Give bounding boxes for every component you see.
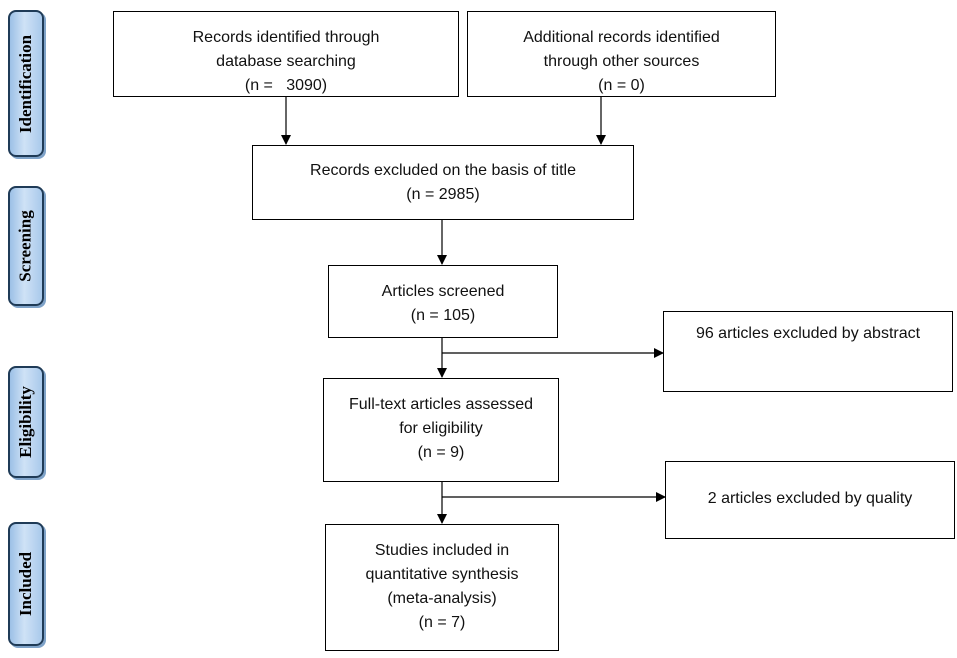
box-database-records: Records identified through database sear… — [113, 11, 459, 97]
fulltext-line2: for eligibility — [399, 420, 483, 437]
box-excluded-title: Records excluded on the basis of title (… — [252, 145, 634, 220]
database-records-line2: database searching — [216, 53, 356, 70]
fulltext-line1: Full-text articles assessed — [348, 396, 534, 413]
included-line2: quantitative synthesis — [365, 566, 519, 583]
box-articles-screened: Articles screened (n = 105) — [328, 265, 558, 338]
box-other-records: Additional records identified through ot… — [467, 11, 776, 97]
phase-eligibility: Eligibility — [8, 366, 44, 478]
database-records-count: (n = 3090) — [244, 77, 328, 94]
fulltext-count: (n = 9) — [417, 444, 465, 461]
excluded-title-line1: Records excluded on the basis of title — [310, 162, 576, 179]
screened-count: (n = 105) — [410, 307, 476, 324]
excluded-title-count: (n = 2985) — [406, 186, 480, 203]
other-records-line2: through other sources — [543, 53, 700, 70]
phase-identification: Identification — [8, 10, 44, 157]
screened-line1: Articles screened — [381, 283, 505, 300]
excluded-quality-text: 2 articles excluded by quality — [707, 490, 913, 507]
box-excluded-abstract: 96 articles excluded by abstract — [663, 311, 953, 392]
other-records-line1: Additional records identified — [523, 29, 720, 46]
database-records-line1: Records identified through — [192, 29, 380, 46]
other-records-count: (n = 0) — [598, 77, 645, 94]
box-fulltext-assessed: Full-text articles assessed for eligibil… — [323, 378, 559, 482]
included-line3: (meta-analysis) — [387, 590, 497, 607]
included-line1: Studies included in — [374, 542, 510, 559]
included-count: (n = 7) — [418, 614, 466, 631]
box-studies-included: Studies included in quantitative synthes… — [325, 524, 559, 651]
phase-screening: Screening — [8, 186, 44, 306]
excluded-abstract-text: 96 articles excluded by abstract — [695, 325, 921, 342]
phase-included: Included — [8, 522, 44, 646]
box-excluded-quality: 2 articles excluded by quality — [665, 461, 955, 539]
